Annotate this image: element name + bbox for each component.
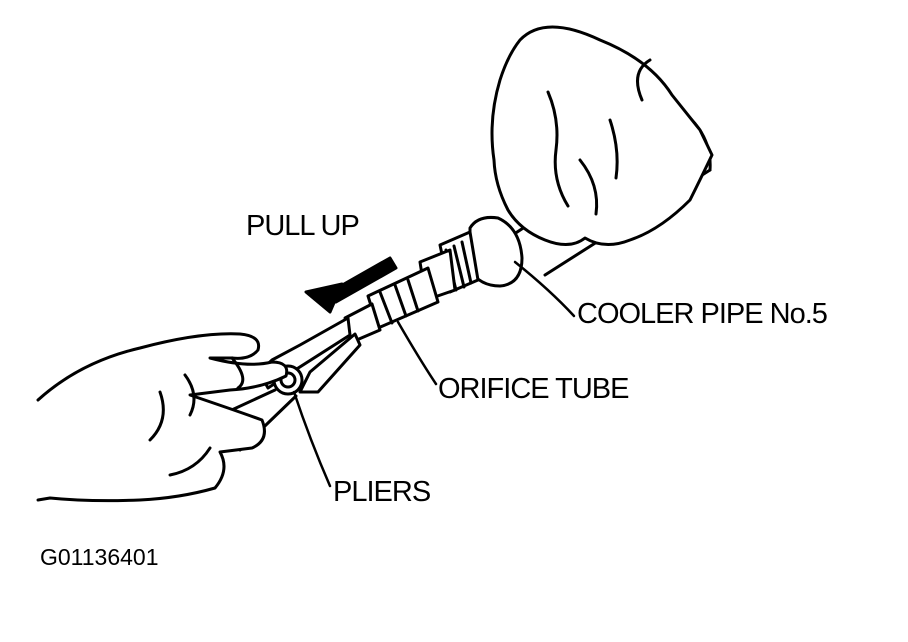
leader-lines: [292, 260, 576, 488]
right-hand: [490, 25, 714, 246]
cooler-pipe-label: COOLER PIPE No.5: [577, 298, 828, 330]
pull-up-arrow-icon: [304, 256, 398, 314]
pull-up-label: PULL UP: [246, 210, 360, 242]
orifice-tube-label: ORIFICE TUBE: [438, 373, 629, 405]
pliers-label: PLIERS: [333, 476, 431, 508]
figure-code: G01136401: [40, 544, 159, 570]
orifice-tube-shape: [343, 266, 440, 344]
pipe-fitting: [418, 216, 524, 302]
left-hand: [36, 332, 289, 503]
